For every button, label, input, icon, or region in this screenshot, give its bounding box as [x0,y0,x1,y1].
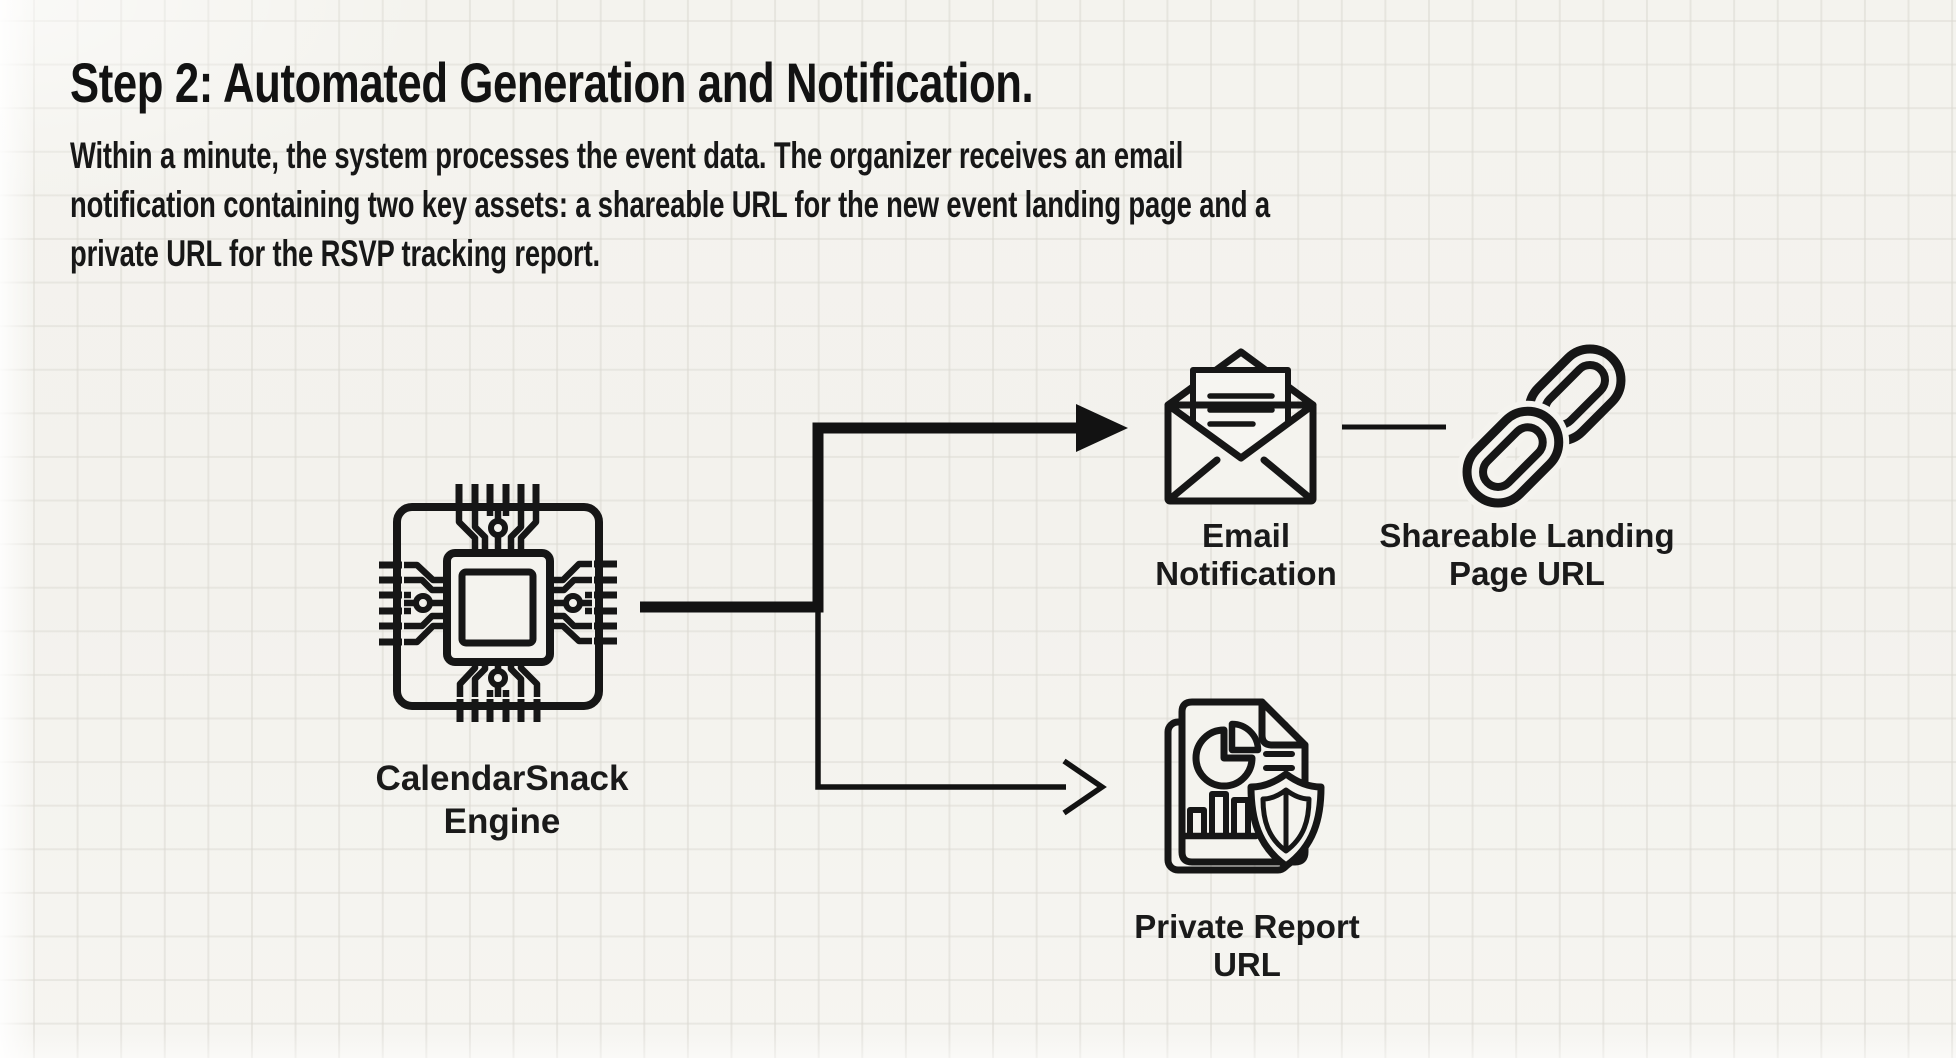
page-description: Within a minute, the system processes th… [70,131,1270,278]
edge-engine-to-report [815,610,1066,790]
chain-link-icon [1458,344,1626,512]
chip-icon [373,484,623,728]
description-line: Within a minute, the system processes th… [70,135,1184,176]
label-line: CalendarSnack [375,759,629,798]
label-line: Notification [1155,555,1337,592]
label-line: Engine [443,802,561,841]
page-title: Step 2: Automated Generation and Notific… [70,51,1034,114]
label-line: Email [1201,517,1291,554]
label-calendarsnack-engine: CalendarSnack Engine [376,757,629,843]
solid-arrowhead [1076,404,1128,452]
edge-engine-to-email [640,422,1078,613]
label-private-report-url: Private Report URL [1134,908,1360,984]
open-envelope-icon [1164,348,1317,505]
description-line: private URL for the RSVP tracking report… [70,233,601,274]
open-arrowhead [1062,758,1107,816]
label-shareable-landing-page-url: Shareable Landing Page URL [1379,517,1674,593]
label-line: URL [1213,946,1281,983]
label-line: Page URL [1449,555,1605,592]
description-line: notification containing two key assets: … [70,184,1270,225]
report-shield-icon [1164,698,1325,874]
label-line: Private Report [1134,908,1360,945]
label-email-notification: Email Notification [1155,517,1336,593]
label-line: Shareable Landing [1379,517,1675,554]
